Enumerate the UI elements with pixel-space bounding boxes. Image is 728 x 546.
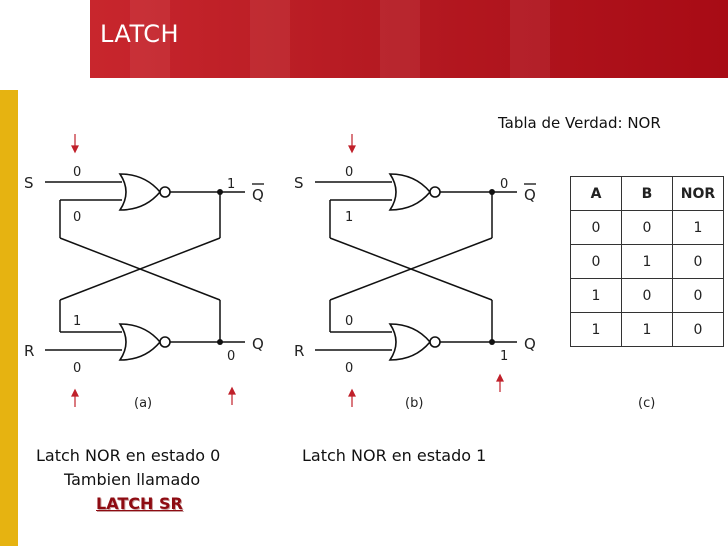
header-a: A xyxy=(570,176,622,211)
cell: 0 xyxy=(621,210,673,245)
fig-b-s-in: 0 xyxy=(345,165,353,180)
cell: 0 xyxy=(621,278,673,313)
accent-bar xyxy=(0,90,18,546)
cell: 1 xyxy=(570,312,622,347)
caption-b-line1: Latch NOR en estado 1 xyxy=(302,446,487,465)
red-arrows xyxy=(71,134,504,407)
cell: 1 xyxy=(621,312,673,347)
fig-b-r-in: 0 xyxy=(345,361,353,376)
fig-c-label: (c) xyxy=(638,396,655,411)
cell: 0 xyxy=(570,244,622,279)
fig-b-s-label: S xyxy=(294,174,304,192)
caption-latch-sr: LATCH SR xyxy=(96,494,183,513)
fig-b-r-label: R xyxy=(294,342,304,360)
cell: 1 xyxy=(672,210,724,245)
fig-b-label: (b) xyxy=(405,396,423,411)
fig-a-q-out: 0 xyxy=(227,349,235,364)
caption-a-line1: Latch NOR en estado 0 xyxy=(36,446,221,465)
table-row: 0 0 1 xyxy=(570,210,724,245)
cell: 1 xyxy=(570,278,622,313)
fig-a-q-label: Q xyxy=(252,335,264,353)
table-row: 0 1 0 xyxy=(570,244,724,279)
nor-gate-a-bottom xyxy=(119,323,171,361)
table-row: 1 0 0 xyxy=(570,278,724,313)
cell: 0 xyxy=(672,312,724,347)
figure-b-circuit xyxy=(315,181,517,351)
fig-b-q-label: Q xyxy=(524,335,536,353)
fig-a-s-in: 0 xyxy=(73,165,81,180)
table-row: 1 1 0 xyxy=(570,312,724,347)
cell: 0 xyxy=(672,244,724,279)
header-nor: NOR xyxy=(672,176,724,211)
cell: 0 xyxy=(672,278,724,313)
cell: 0 xyxy=(570,210,622,245)
figure-a-circuit xyxy=(45,181,245,351)
truth-table-header-row: A B NOR xyxy=(570,176,724,211)
fig-b-qbar-label: Q xyxy=(524,186,536,204)
fig-b-bottom-fb: 0 xyxy=(345,314,353,329)
truth-table-caption: Tabla de Verdad: NOR xyxy=(498,114,661,132)
fig-a-r-in: 0 xyxy=(73,361,81,376)
nor-gate-b-top xyxy=(389,173,441,211)
fig-b-qbar-out: 0 xyxy=(500,177,508,192)
fig-a-r-label: R xyxy=(24,342,34,360)
fig-a-s-label: S xyxy=(24,174,34,192)
fig-a-bottom-fb: 1 xyxy=(73,314,81,329)
header-bar: LATCH xyxy=(0,0,728,78)
truth-table: A B NOR 0 0 1 0 1 0 1 0 0 1 1 0 xyxy=(570,176,724,347)
caption-a-line2: Tambien llamado xyxy=(64,470,201,489)
slide-title: LATCH xyxy=(100,20,180,48)
fig-a-label: (a) xyxy=(134,396,152,411)
fig-a-top-fb: 0 xyxy=(73,210,81,225)
fig-b-q-out: 1 xyxy=(500,349,508,364)
header-b: B xyxy=(621,176,673,211)
fig-a-qbar-out: 1 xyxy=(227,177,235,192)
cell: 1 xyxy=(621,244,673,279)
nor-gate-a-top xyxy=(119,173,171,211)
nor-gate-b-bottom xyxy=(389,323,441,361)
fig-a-qbar-label: Q xyxy=(252,186,264,204)
fig-b-top-fb: 1 xyxy=(345,210,353,225)
title-band xyxy=(90,0,728,78)
